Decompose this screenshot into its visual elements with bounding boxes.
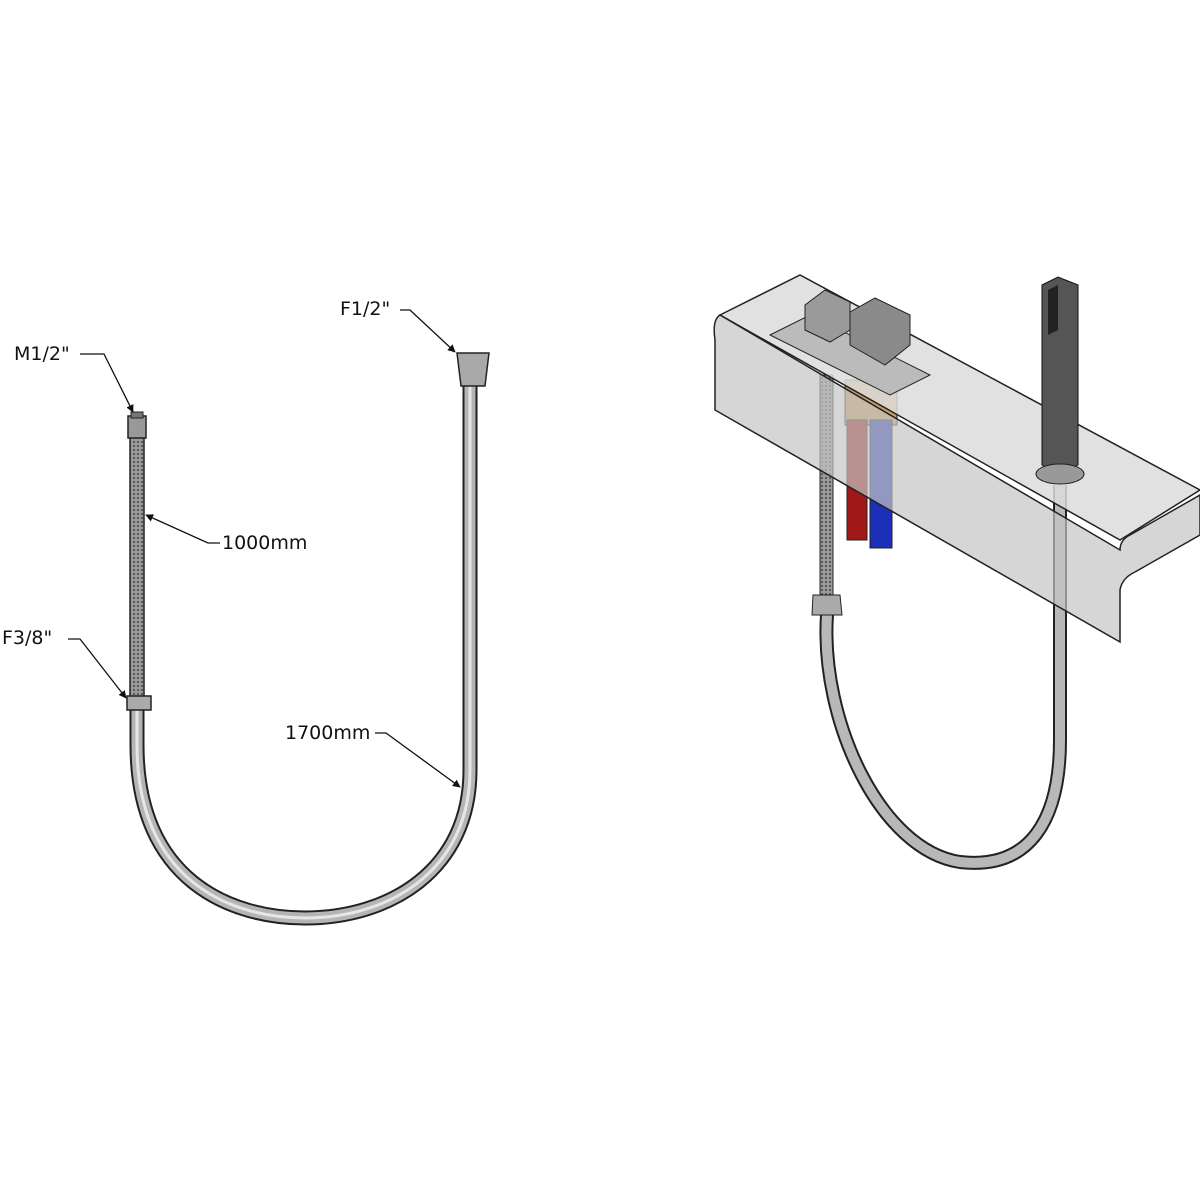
installed-view	[713, 274, 1200, 870]
hose-assembly-left	[126, 352, 490, 926]
handle-right	[849, 297, 911, 366]
hand-shower	[1041, 276, 1079, 476]
deck-front-face	[713, 314, 1200, 644]
label-f38: F3/8"	[2, 627, 53, 649]
label-1700mm: 1700mm	[285, 722, 371, 744]
hex-nut	[811, 594, 843, 616]
escutcheon-plate	[768, 314, 932, 396]
label-f12: F1/2"	[340, 298, 391, 320]
leader-lines	[68, 309, 461, 788]
f12-cone-fitting	[456, 352, 490, 387]
handset-holder	[1035, 463, 1085, 485]
label-m12: M1/2"	[14, 343, 70, 365]
m12-fitting	[127, 415, 147, 439]
f38-nut	[126, 695, 152, 711]
label-1000mm: 1000mm	[222, 532, 308, 554]
shower-hose	[129, 385, 478, 926]
braided-hose	[129, 435, 145, 699]
